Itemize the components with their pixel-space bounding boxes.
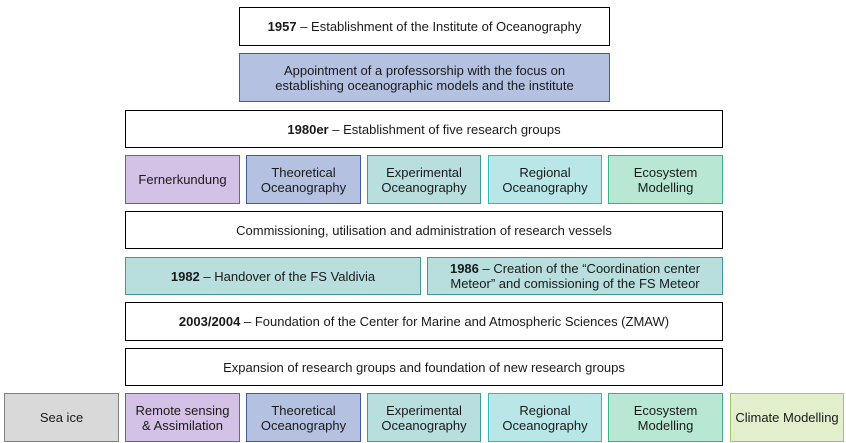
group-label: Remote sensing & Assimilation (135, 402, 230, 433)
year-label: 1982 (170, 268, 200, 284)
group-box: Ecosystem Modelling (608, 393, 723, 442)
event-text: Appointment of a professorship with the … (275, 62, 574, 93)
box-expansion: Expansion of research groups and foundat… (125, 348, 723, 386)
group-label: Regional Oceanography (502, 164, 588, 195)
event-text: – Handover of the FS Valdivia (199, 268, 376, 284)
event-text: Expansion of research groups and foundat… (223, 359, 625, 375)
group-label: Sea ice (39, 410, 84, 425)
event-text: – Establishment of five research groups (328, 121, 561, 137)
group-box: Climate Modelling (730, 393, 844, 442)
box-2003-zmaw: 2003/2004 – Foundation of the Center for… (125, 302, 723, 341)
box-professorship: Appointment of a professorship with the … (239, 53, 610, 102)
year-label: 1957 (267, 19, 297, 34)
group-label: Ecosystem Modelling (633, 402, 698, 433)
group-label: Experimental Oceanography (381, 164, 467, 195)
group-box: Fernerkundung (125, 155, 240, 204)
group-label: Ecosystem Modelling (633, 164, 698, 195)
event-text: – Creation of the “Coordination center M… (450, 261, 701, 291)
group-label: Theoretical Oceanography (260, 164, 347, 195)
group-box: Regional Oceanography (488, 393, 602, 442)
box-research-vessels: Commissioning, utilisation and administr… (125, 211, 723, 249)
event-text: Commissioning, utilisation and administr… (236, 222, 612, 238)
group-box: Experimental Oceanography (367, 393, 481, 442)
group-box: Sea ice (4, 393, 119, 442)
group-box: Theoretical Oceanography (246, 155, 361, 204)
box-1957-institute: 1957 – Establishment of the Institute of… (239, 7, 610, 46)
group-label: Theoretical Oceanography (260, 402, 347, 433)
event-text: – Foundation of the Center for Marine an… (240, 314, 670, 329)
group-box: Ecosystem Modelling (608, 155, 723, 204)
group-box: Theoretical Oceanography (246, 393, 361, 442)
year-label: 2003/2004 (178, 314, 241, 329)
group-box: Remote sensing & Assimilation (125, 393, 240, 442)
group-box: Experimental Oceanography (367, 155, 481, 204)
event-text: – Establishment of the Institute of Ocea… (296, 19, 582, 34)
box-1982-valdivia: 1982 – Handover of the FS Valdivia (125, 257, 421, 295)
box-1980er-groups: 1980er – Establishment of five research … (125, 110, 723, 148)
year-label: 1986 (449, 261, 479, 276)
group-box: Regional Oceanography (488, 155, 602, 204)
group-label: Experimental Oceanography (381, 402, 467, 433)
group-label: Regional Oceanography (502, 402, 588, 433)
group-label: Climate Modelling (735, 410, 839, 425)
year-label: 1980er (287, 121, 329, 137)
group-label: Fernerkundung (138, 172, 227, 187)
box-1986-meteor: 1986 – Creation of the “Coordination cen… (427, 257, 723, 295)
